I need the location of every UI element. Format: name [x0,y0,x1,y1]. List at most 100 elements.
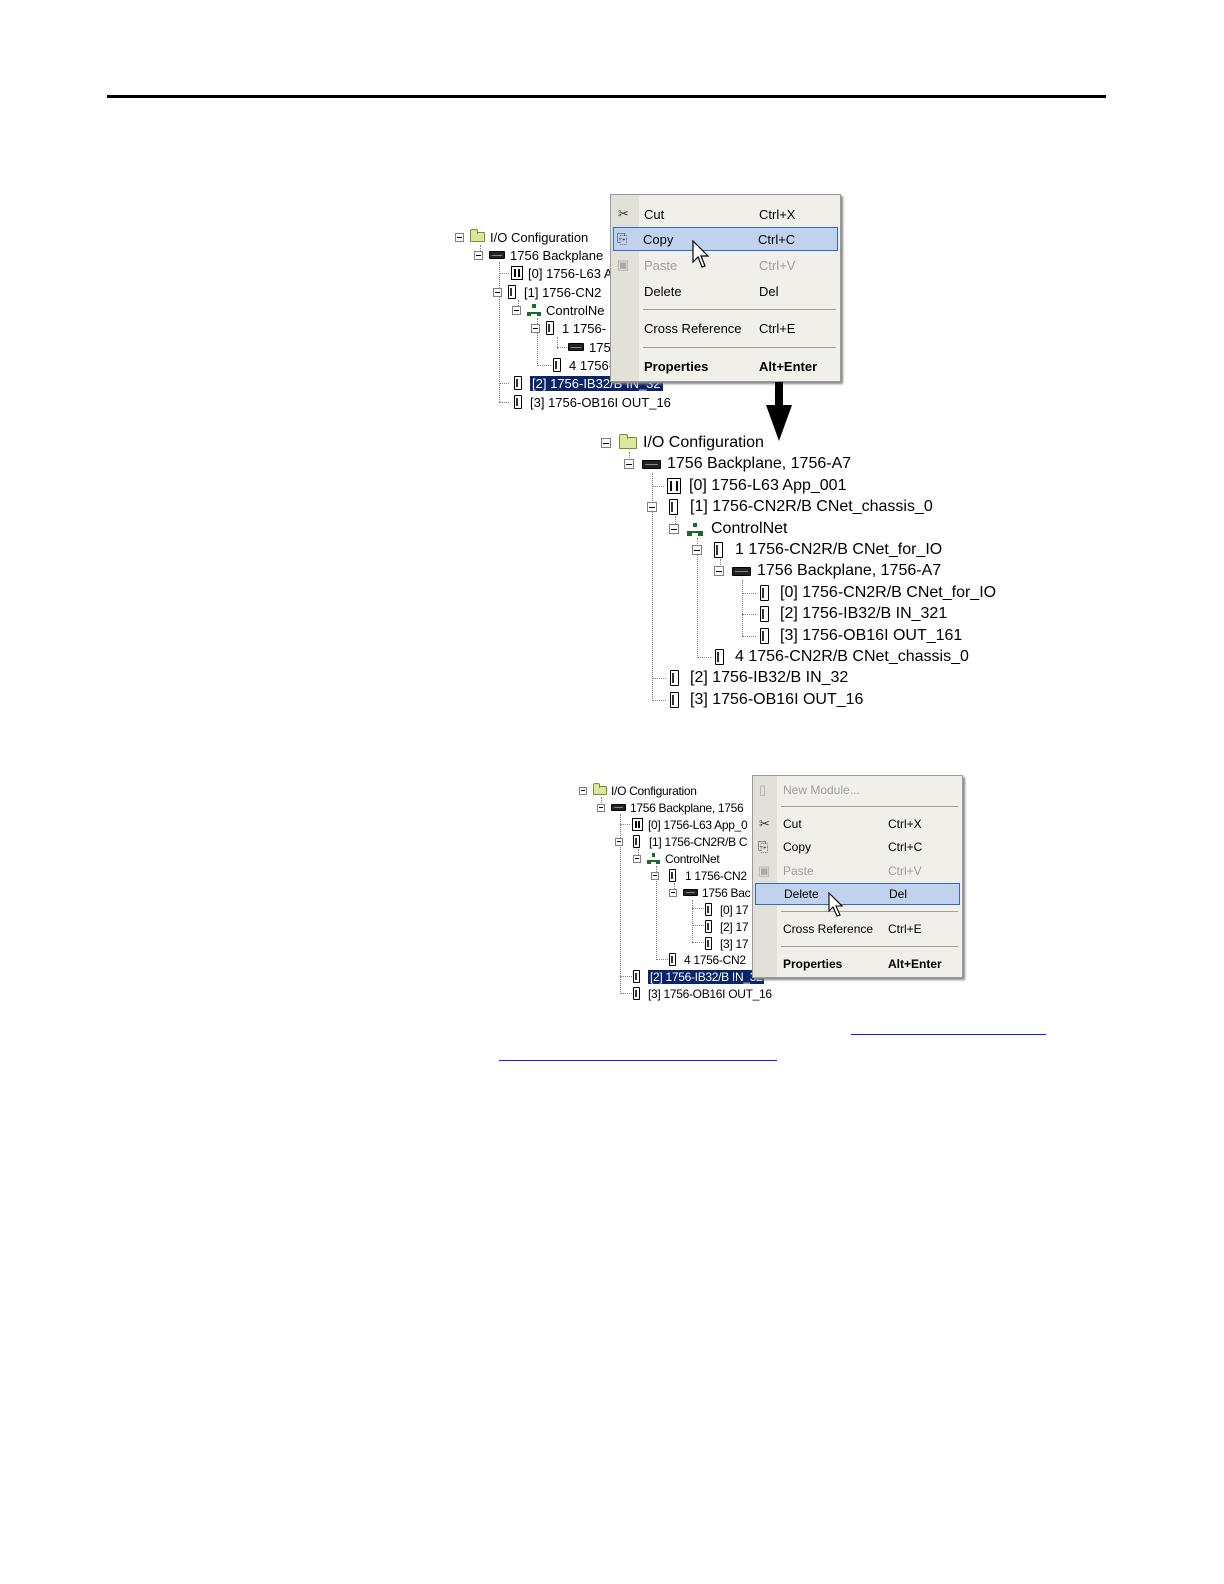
tree-node-label: 1756 Backplane, 1756 [630,800,744,815]
tree-node-remote-backplane[interactable]: 175 [568,339,611,355]
collapse-toggle-icon[interactable] [601,438,611,448]
collapse-toggle-icon[interactable] [579,786,587,795]
menu-item-delete[interactable]: Delete Del [611,280,840,302]
collapse-toggle-icon[interactable] [714,566,724,576]
tree-node-remote-cn2r[interactable]: [0] 17 [705,902,749,917]
menu-item-cut[interactable]: ✂ Cut Ctrl+X [611,203,840,225]
menu-item-copy[interactable]: ⎘ Copy Ctrl+C [753,837,962,857]
tree-node-cn2r-remote[interactable]: 1 1756- [531,320,606,336]
tree-node-remote-ob16i[interactable]: [3] 17 [705,936,749,951]
tree-node-remote-ob16i[interactable]: [3] 1756-OB16I OUT_161 [760,626,962,646]
mouse-pointer-icon [692,240,710,268]
tree-node-remote-ib32[interactable]: [2] 17 [705,919,749,934]
tree-node-cn2r-remote[interactable]: 1 1756-CN2R/B CNet_for_IO [692,540,942,560]
tree-node-cn2r[interactable]: [1] 1756-CN2R/B C [615,834,748,849]
menu-item-paste[interactable]: ▣ Paste Ctrl+V [753,861,962,881]
link-underline[interactable] [851,1034,1046,1035]
link-underline[interactable] [499,1060,777,1061]
menu-item-cross-reference[interactable]: Cross Reference Ctrl+E [611,317,840,339]
network-icon [647,853,660,864]
menu-item-label: Cut [783,817,802,831]
tree-node-backplane[interactable]: 1756 Backplane [474,247,603,263]
tree-node-remote-ib32[interactable]: [2] 1756-IB32/B IN_321 [760,604,947,624]
menu-item-paste[interactable]: ▣ Paste Ctrl+V [611,254,840,276]
menu-item-shortcut: Del [759,283,779,299]
tree-node-cn2r-4[interactable]: 4 1756-CN2R/B CNet_chassis_0 [715,647,969,667]
module-icon [514,376,522,390]
tree-node-label: [1] 1756-CN2R/B C [649,834,748,849]
tree-node-ob16i[interactable]: [3] 1756-OB16I OUT_16 [514,394,671,410]
tree-node-remote-backplane[interactable]: 1756 Bac [669,885,751,900]
collapse-toggle-icon[interactable] [615,837,623,846]
menu-item-cross-reference[interactable]: Cross Reference Ctrl+E [753,919,962,939]
tree-line [557,337,558,349]
tree-node-ib32[interactable]: [2] 1756-IB32/B IN_32 [633,969,765,984]
collapse-toggle-icon[interactable] [512,305,521,315]
tree-node-remote-backplane[interactable]: 1756 Backplane, 1756-A7 [714,561,941,581]
menu-item-cut[interactable]: ✂ Cut Ctrl+X [753,814,962,834]
collapse-toggle-icon[interactable] [597,803,605,812]
tree-node-io-config[interactable]: I/O Configuration [601,433,764,453]
menu-item-label: Cross Reference [644,320,742,336]
tree-node-cn2r[interactable]: [1] 1756-CN2R/B CNet_chassis_0 [647,497,933,517]
backplane-icon [683,889,698,896]
collapse-toggle-icon[interactable] [493,287,502,297]
menu-item-copy[interactable]: ⎘ Copy Ctrl+C [613,227,838,251]
backplane-icon [489,251,505,259]
tree-node-cn2r[interactable]: [1] 1756-CN2 [493,284,601,300]
tree-node-label: 1756 Backplane, 1756-A7 [667,455,852,472]
tree-node-controlnet[interactable]: ControlNet [633,851,720,866]
tree-node-label: [1] 1756-CN2R/B CNet_chassis_0 [690,498,933,515]
collapse-toggle-icon[interactable] [669,524,679,534]
tree-line [692,925,704,926]
collapse-toggle-icon[interactable] [647,502,657,512]
module-icon [633,835,640,848]
tree-node-label: [2] 1756-IB32/B IN_321 [780,605,948,622]
tree-line [557,347,567,348]
tree-node-cn2r-4[interactable]: 4 1756- [553,357,613,373]
tree-line [652,473,653,701]
collapse-toggle-icon[interactable] [624,459,634,469]
menu-item-label: Paste [783,864,814,878]
menu-item-properties[interactable]: Properties Alt+Enter [611,355,840,377]
tree-node-backplane[interactable]: 1756 Backplane, 1756-A7 [624,454,851,474]
module-icon [669,953,676,966]
tree-node-cn2r-4[interactable]: 4 1756-CN2 [669,952,746,967]
tree-node-cn2r-remote[interactable]: 1 1756-CN2 [651,868,747,883]
tree-node-backplane[interactable]: 1756 Backplane, 1756 [597,800,744,815]
collapse-toggle-icon[interactable] [474,250,483,260]
tree-node-label: ControlNet [665,851,720,866]
tree-node-io-config[interactable]: I/O Configuration [579,783,697,798]
tree-line [742,636,756,637]
down-arrow-head-icon [766,405,792,441]
module-icon [714,542,723,558]
tree-node-ob16i[interactable]: [3] 1756-OB16I OUT_16 [670,690,863,710]
tree-node-ib32[interactable]: [2] 1756-IB32/B IN_32 [670,668,848,688]
collapse-toggle-icon[interactable] [669,888,677,897]
tree-node-controller[interactable]: [0] 1756-L63 App_001 [667,476,846,496]
paste-icon: ▣ [617,257,630,272]
tree-line [697,657,711,658]
tree-node-remote-cn2r[interactable]: [0] 1756-CN2R/B CNet_for_IO [760,583,996,603]
menu-item-new-module[interactable]: ▯ New Module... [753,780,962,800]
module-icon [633,987,640,1000]
collapse-toggle-icon[interactable] [531,323,540,333]
tree-node-ob16i[interactable]: [3] 1756-OB16I OUT_16 [633,986,772,1001]
tree-node-controller[interactable]: [0] 1756-L63 App_0 [632,817,748,832]
tree-node-label: 1756 Bac [702,885,751,900]
tree-node-controlnet[interactable]: ControlNe [512,302,605,318]
tree-node-controlnet[interactable]: ControlNet [669,519,787,539]
menu-item-delete[interactable]: Delete Del [755,883,960,905]
collapse-toggle-icon[interactable] [692,545,702,555]
tree-line [620,824,630,825]
menu-item-shortcut: Ctrl+X [888,817,922,831]
module-icon [670,670,679,686]
tree-node-controller[interactable]: [0] 1756-L63 A [511,265,613,281]
tree-line [692,908,704,909]
network-icon [527,304,541,316]
collapse-toggle-icon[interactable] [455,232,464,242]
menu-item-properties[interactable]: Properties Alt+Enter [753,954,962,974]
collapse-toggle-icon[interactable] [633,854,641,863]
tree-node-io-config[interactable]: I/O Configuration [455,229,588,245]
collapse-toggle-icon[interactable] [651,871,659,880]
